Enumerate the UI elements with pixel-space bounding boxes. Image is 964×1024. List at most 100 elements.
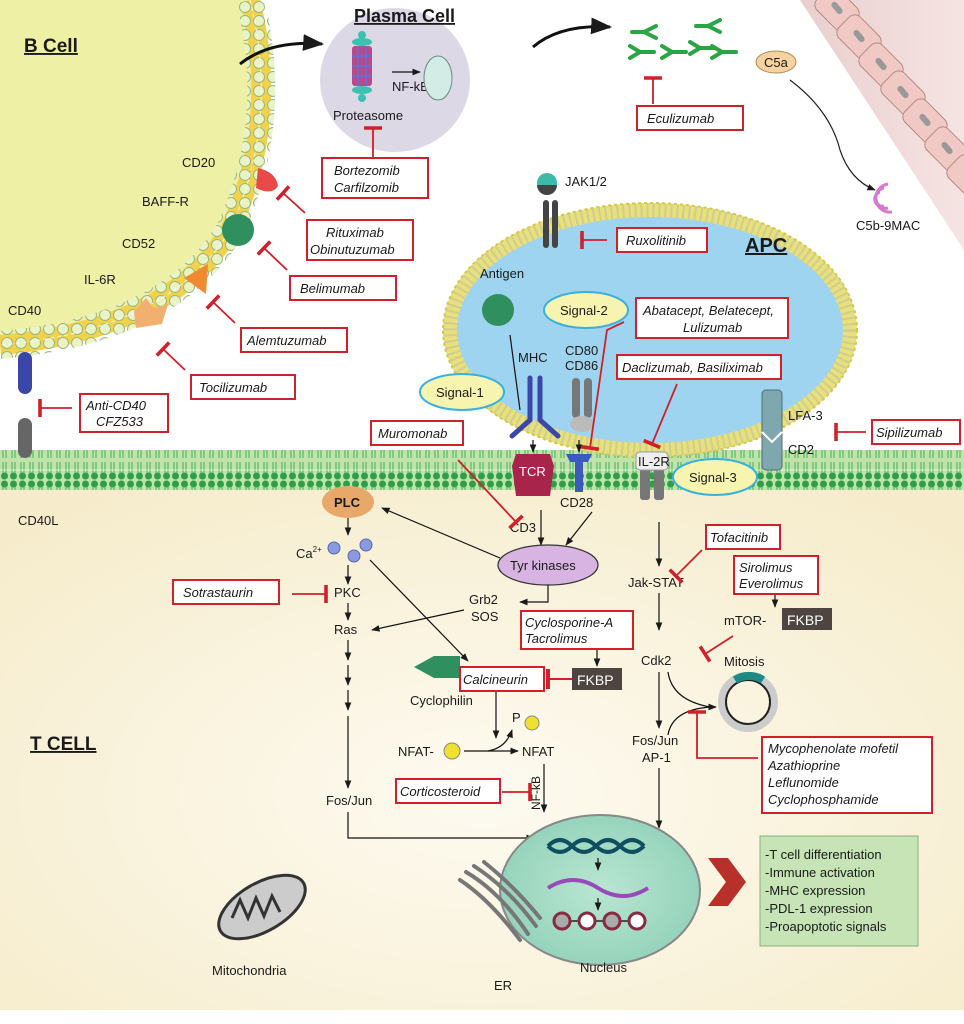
drug-tofacitinib-box: Tofacitinib [705, 524, 781, 550]
c5a-to-mac-arrow [789, 79, 876, 191]
mhc-icon [509, 375, 561, 439]
drug-anti-cd40-box: Anti-CD40 CFZ533 [79, 393, 169, 433]
pkc-label: PKC [334, 585, 361, 600]
drug-cyclosporine-box: Cyclosporine-A Tacrolimus [520, 610, 634, 650]
il2r-label: IL-2R [638, 454, 670, 469]
plasma-cell-title: Plasma Cell [354, 6, 455, 26]
drug-eculizumab-box: Eculizumab [636, 105, 744, 131]
er-label: ER [494, 978, 512, 993]
cd20-label: CD20 [182, 155, 215, 170]
outcome-item: -PDL-1 expression [765, 901, 873, 916]
plc-icon [322, 486, 374, 518]
cd52-receptor [184, 264, 208, 294]
drug-tocilizumab-box: Tocilizumab [190, 374, 296, 400]
b-cell-title: B Cell [24, 36, 78, 57]
baff-r-label: BAFF-R [142, 194, 189, 209]
calcium-icon [327, 538, 373, 563]
fkbp-calcineurin-label: FKBP [577, 672, 614, 688]
c5a-icon [755, 50, 797, 74]
cyclophilin-icon [414, 656, 460, 678]
jak12-label: JAK1/2 [565, 174, 607, 189]
drug-label: Tocilizumab [199, 380, 267, 395]
drug-label: Corticosteroid [400, 784, 481, 799]
cd52-label: CD52 [122, 236, 155, 251]
outcome-item: -T cell differentiation [765, 847, 882, 862]
drug-label: Azathioprine [767, 758, 840, 773]
drug-sotrastaurin-box: Sotrastaurin [172, 579, 280, 605]
drug-label: Everolimus [739, 576, 804, 591]
proteasome-icon [352, 31, 372, 102]
cd40-receptor [18, 352, 32, 394]
drug-label: Mycophenolate mofetil [768, 741, 899, 756]
drug-label: Carfilzomib [334, 180, 399, 195]
phosphate-icon [524, 715, 540, 731]
drug-label: CFZ533 [96, 414, 144, 429]
tcr-label: TCR [519, 464, 546, 479]
drug-label: Anti-CD40 [85, 398, 147, 413]
drug-label: Tofacitinib [710, 530, 768, 545]
b-to-plasma-arrow [239, 34, 325, 66]
mitochondria-label: Mitochondria [212, 963, 287, 978]
drug-muromonab-box: Muromonab [370, 420, 464, 446]
nfat-phosphate-icon [443, 742, 461, 760]
cd28-icon [566, 454, 592, 492]
il6r-receptor [134, 298, 168, 328]
cyclophilin-label: Cyclophilin [410, 693, 473, 708]
drug-label: Daclizumab, Basiliximab [622, 360, 763, 375]
drug-label: Abatacept, Belatecept, [642, 303, 774, 318]
tcr-icon [512, 454, 554, 496]
nucleus-label: Nucleus [580, 960, 627, 975]
drug-label: Bortezomib [334, 163, 400, 178]
ca-label: Ca2+ [296, 545, 322, 561]
apc-title: APC [745, 235, 787, 257]
drug-label: Sipilizumab [876, 425, 942, 440]
drug-label: Alemtuzumab [246, 333, 326, 348]
sos-label: SOS [471, 609, 499, 624]
fos-jun-right-label: Fos/Jun [632, 733, 678, 748]
nfat-label: NFAT [522, 744, 554, 759]
drug-label: Muromonab [378, 426, 447, 441]
blood-vessel [800, 0, 964, 250]
drug-mycophenolate-box: Mycophenolate mofetil Azathioprine Leflu… [761, 736, 933, 814]
signal-1-label: Signal-1 [436, 385, 484, 400]
drug-ruxolitinib-box: Ruxolitinib [616, 227, 708, 253]
cd2-label: CD2 [788, 442, 814, 457]
cd40-label: CD40 [8, 303, 41, 318]
drug-calcineurin-box: Calcineurin [459, 666, 545, 692]
plasma-nucleus [423, 55, 453, 101]
inhibition-lines [38, 76, 866, 801]
fkbp-mtor-label: FKBP [787, 612, 824, 628]
mitosis-cycle-icon [718, 671, 778, 732]
drug-label: Cyclophosphamide [768, 792, 879, 807]
drug-label: Sotrastaurin [183, 585, 253, 600]
outcome-list: -T cell differentiation -Immune activati… [765, 847, 887, 934]
signal-2-label: Signal-2 [560, 303, 608, 318]
drug-sipilizumab-box: Sipilizumab [871, 419, 961, 445]
proteasome-label: Proteasome [333, 108, 403, 123]
signal-1-cloud: Signal-1 [419, 373, 505, 411]
mitosis-label: Mitosis [724, 654, 765, 669]
drug-label: Tacrolimus [525, 631, 588, 646]
signal-2-cloud: Signal-2 [543, 291, 629, 329]
p-label: P [512, 710, 521, 725]
baff-r-receptor [222, 214, 254, 246]
plc-label: PLC [334, 495, 361, 510]
drug-belimumab-box: Belimumab [289, 275, 397, 301]
drug-label: Belimumab [300, 281, 365, 296]
dna-icon [546, 838, 646, 854]
cd28-label: CD28 [560, 495, 593, 510]
antigen-icon [482, 294, 514, 326]
grb2-label: Grb2 [469, 592, 498, 607]
plasma-to-antibody-arrow [532, 17, 613, 49]
outcome-box [759, 835, 919, 947]
signal-3-cloud: Signal-3 [672, 458, 758, 496]
drug-abatacept-box: Abatacept, Belatecept, Lulizumab [635, 297, 789, 339]
c5b9mac-label: C5b-9MAC [856, 218, 920, 233]
jak-receptor-icon [537, 173, 558, 248]
il2r-icon [635, 451, 669, 500]
nfat-p-label: NFAT- [398, 744, 434, 759]
chevron-right-icon [708, 858, 746, 906]
cd40l-ligand [18, 418, 32, 458]
lfa3-cd2-icon [761, 389, 783, 471]
drug-label: Lulizumab [683, 320, 742, 335]
